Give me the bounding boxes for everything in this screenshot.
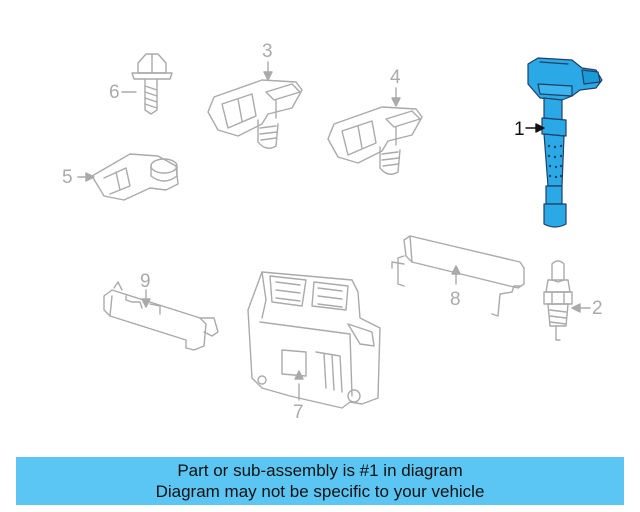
callout-4[interactable]: 4 [390, 67, 401, 88]
info-banner: Part or sub-assembly is #1 in diagram Di… [16, 457, 624, 505]
callout-8[interactable]: 8 [450, 289, 461, 310]
callout-7[interactable]: 7 [293, 402, 304, 423]
callout-1[interactable]: 1 [514, 119, 525, 140]
part-6-bolt[interactable] [131, 53, 173, 115]
part-5-knock-sensor[interactable] [91, 153, 179, 201]
callout-2[interactable]: 2 [592, 298, 603, 319]
part-9-bracket[interactable] [103, 281, 219, 351]
part-7-engine-control-module[interactable] [247, 271, 381, 409]
banner-line-disclaimer: Diagram may not be specific to your vehi… [155, 482, 485, 501]
part-2-spark-plug[interactable] [543, 260, 573, 341]
callout-6[interactable]: 6 [109, 82, 120, 103]
part-8-mounting-bracket[interactable] [391, 235, 525, 317]
part-3-camshaft-sensor[interactable] [207, 79, 303, 149]
callout-9[interactable]: 9 [140, 271, 151, 292]
callout-5[interactable]: 5 [62, 167, 73, 188]
banner-line-part-info: Part or sub-assembly is #1 in diagram [177, 461, 463, 480]
part-4-camshaft-sensor[interactable] [327, 106, 423, 175]
part-1-ignition-coil[interactable] [527, 57, 603, 228]
callout-3[interactable]: 3 [262, 41, 273, 62]
